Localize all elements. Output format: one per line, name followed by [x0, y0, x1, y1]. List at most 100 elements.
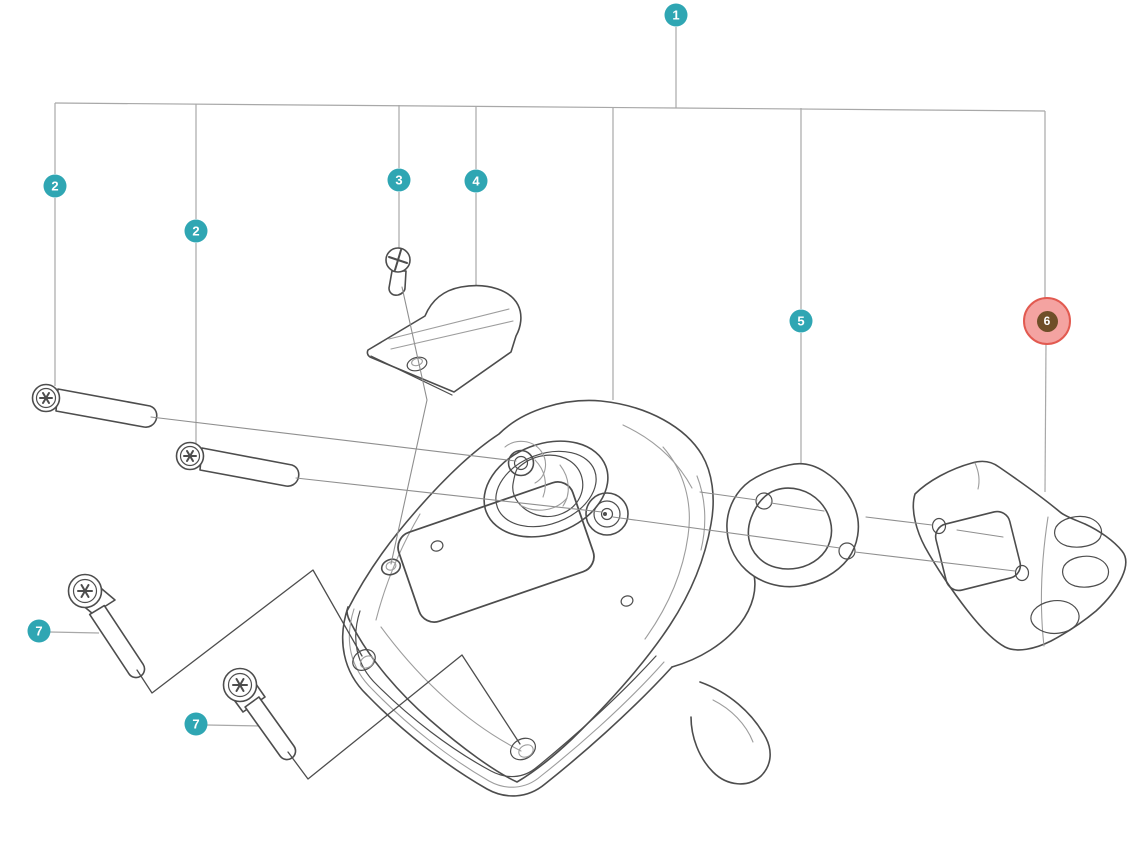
line-art-segment: [179, 445, 201, 467]
callout-badge-6[interactable]: 6: [1023, 297, 1071, 345]
mount-screw-a-drawing[interactable]: [67, 573, 146, 679]
line-art-segment: [375, 513, 421, 621]
line-art-segment: [1062, 555, 1110, 588]
line-art-segment: [770, 502, 825, 512]
line-art-segment: [49, 631, 100, 634]
line-art-segment: [54, 102, 1046, 112]
line-art-segment: [366, 284, 522, 393]
long-bolt-a-drawing[interactable]: [31, 383, 158, 428]
line-art-segment: [1054, 515, 1103, 548]
line-art-segment: [644, 446, 690, 640]
line-art-segment: [513, 455, 529, 471]
line-art-segment: [380, 626, 522, 752]
line-art-segment: [72, 578, 98, 604]
line-art-segment: [295, 477, 603, 513]
callout-badge-4[interactable]: 4: [464, 169, 488, 193]
line-art-segment: [1014, 564, 1030, 582]
line-art-segment: [55, 388, 158, 428]
line-art-segment: [355, 610, 657, 778]
line-art-segment: [699, 491, 758, 501]
line-art-segment: [35, 387, 57, 409]
line-art-segment: [88, 604, 146, 679]
line-art-segment: [150, 416, 517, 462]
line-art-segment: [227, 672, 253, 698]
line-art-segment: [394, 249, 402, 271]
line-art-segment: [712, 699, 754, 743]
line-art-segment: [346, 399, 714, 783]
line-art-segment: [507, 449, 535, 477]
line-art-segment: [512, 454, 584, 518]
line-art-segment: [430, 540, 444, 552]
line-art-segment: [509, 737, 537, 761]
line-art-segment: [585, 492, 629, 536]
callout-tree: [49, 27, 1047, 727]
callout-badge-5[interactable]: 5: [789, 309, 813, 333]
line-art-segment: [534, 459, 546, 498]
line-art-segment: [747, 487, 833, 570]
line-art-segment: [696, 475, 706, 551]
line-art-segment: [622, 424, 693, 489]
callout-badge-3[interactable]: 3: [387, 168, 411, 192]
line-art-segment: [483, 440, 609, 538]
deflector-plate-drawing[interactable]: [366, 284, 522, 396]
muffler-body-drawing[interactable]: [341, 399, 771, 797]
callout-badge-7a[interactable]: 7: [27, 619, 51, 643]
line-art-segment: [865, 516, 933, 526]
line-art-segment: [518, 744, 534, 758]
line-art-segment: [620, 595, 634, 607]
line-art-segment: [42, 392, 50, 404]
line-art-segment: [136, 569, 363, 694]
line-art-segment: [199, 447, 300, 487]
line-art-segment: [385, 561, 397, 571]
line-art-segment: [912, 460, 1127, 651]
line-art-segment: [388, 308, 510, 340]
line-art-segment: [388, 270, 407, 296]
line-art-segment: [235, 678, 245, 692]
line-art-segment: [612, 516, 841, 549]
callout-badge-7b[interactable]: 7: [184, 712, 208, 736]
line-art-segment: [397, 481, 595, 623]
line-art-segment: [359, 655, 375, 669]
line-art-segment: [755, 492, 773, 510]
callout-badge-2b[interactable]: 2: [184, 219, 208, 243]
assembly-axis-lines: [150, 286, 1016, 572]
mount-screw-b-drawing[interactable]: [222, 667, 297, 761]
line-art-segment: [854, 551, 1016, 572]
callout-badge-2a[interactable]: 2: [43, 174, 67, 198]
line-art-segment: [956, 529, 1004, 538]
line-art-segment: [690, 681, 771, 785]
line-art-segment: [348, 608, 665, 788]
line-art-segment: [603, 512, 607, 516]
line-art-segment: [244, 696, 297, 761]
callout-badge-core: 6: [1036, 310, 1058, 332]
plate-screw-drawing[interactable]: [385, 247, 411, 296]
line-art-segment: [206, 724, 264, 727]
line-art-segment: [390, 320, 514, 350]
long-bolt-b-drawing[interactable]: [175, 441, 300, 487]
line-art-segment: [519, 497, 568, 511]
line-art-segment: [671, 570, 756, 668]
line-art-segment: [600, 507, 614, 521]
line-art-segment: [287, 654, 521, 780]
line-art-segment: [934, 510, 1022, 592]
line-art-segment: [931, 517, 947, 535]
line-art-segment: [838, 542, 856, 560]
line-art-segment: [1044, 342, 1047, 493]
line-art-segment: [186, 450, 194, 462]
outlet-deflector-drawing[interactable]: [912, 460, 1127, 651]
line-art-segment: [1030, 600, 1080, 635]
callout-badge-1[interactable]: 1: [664, 3, 688, 27]
line-art-segment: [80, 584, 90, 598]
line-art-segment: [341, 606, 673, 797]
gasket-drawing[interactable]: [726, 462, 860, 588]
line-art-segment: [411, 357, 423, 367]
line-art-segment: [495, 450, 597, 528]
line-art-segment: [974, 462, 980, 490]
line-art-segment: [406, 356, 428, 372]
line-art-segment: [370, 355, 453, 396]
line-art-segment: [390, 286, 428, 565]
pointer-lines: [136, 569, 521, 780]
line-art-segment: [380, 558, 402, 576]
